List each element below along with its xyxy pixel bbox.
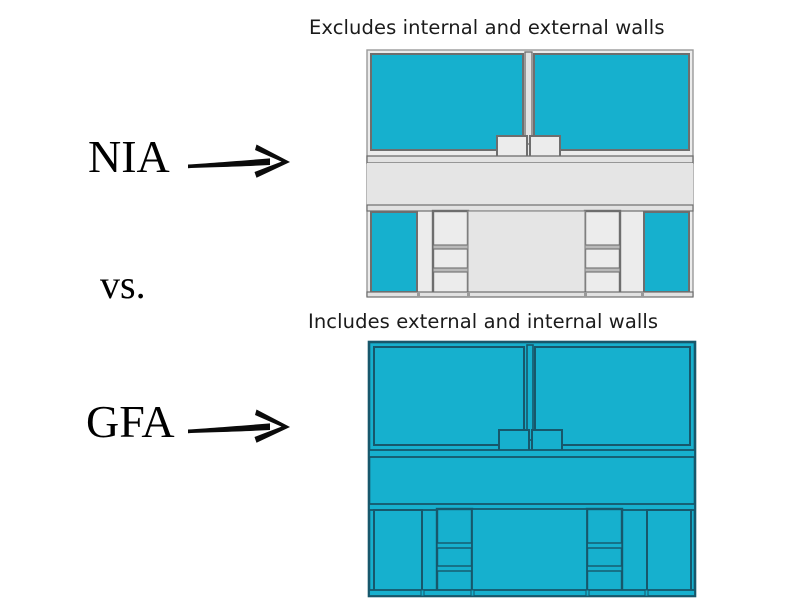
right-arrow-icon [188,144,290,178]
net-internal-area-floor-plan [363,46,697,300]
gfa-arrow [186,404,292,448]
upper-right-room [534,346,691,446]
wall-tick [420,589,425,597]
upper-central-partition [526,344,534,441]
caption-nia: Excludes internal and external walls [309,16,665,39]
mid-spine-wall [366,155,694,164]
wall-tick [417,292,420,297]
stair-core-left [435,507,474,597]
stair-core-right-tread-1 [586,542,623,549]
central-corridor [367,163,693,207]
wall-tick [470,589,475,597]
nia-label: NIA [88,131,170,182]
wall-tick [644,589,649,597]
wall-tick [584,292,587,297]
lower-left-room [370,211,418,293]
caption-gfa: Includes external and internal walls [308,310,659,333]
lower-right-room [643,211,690,293]
stair-box-left [496,135,528,158]
stair-core-left-tread-2 [436,565,473,572]
gross-floor-area-floor-plan [365,338,699,600]
stair-core-right [585,507,624,597]
stair-core-left-tread-1 [436,542,473,549]
stair-core-left-tread-2 [432,267,469,273]
stair-core-right-tread-2 [586,565,623,572]
central-service-core [471,508,588,596]
nia-arrow [186,139,292,183]
stair-box-right [531,429,563,453]
upper-central-partition [524,51,533,145]
mid-spine-wall [368,449,696,458]
central-service-core [467,210,586,297]
stair-core-right-tread-2 [584,267,621,273]
vs-label: vs. [100,262,146,307]
lower-left-room [373,509,423,593]
bottom-external-wall [366,291,694,298]
bottom-external-wall [368,589,696,597]
wall-tick [467,292,470,297]
stair-core-right-tread-1 [584,244,621,250]
stair-core-right [583,209,622,298]
upper-left-room [373,346,525,446]
stair-box-right [529,135,561,158]
gfa-label: GFA [86,396,175,447]
stair-core-left [431,209,470,298]
wall-tick [585,589,590,597]
stair-core-left-tread-1 [432,244,469,250]
upper-right-room [533,53,690,151]
upper-left-room [370,53,524,151]
stair-box-left [498,429,530,453]
lower-band-separator-wall [366,204,694,212]
right-arrow-icon [188,409,290,443]
lower-right-room [646,509,692,593]
wall-tick [641,292,644,297]
